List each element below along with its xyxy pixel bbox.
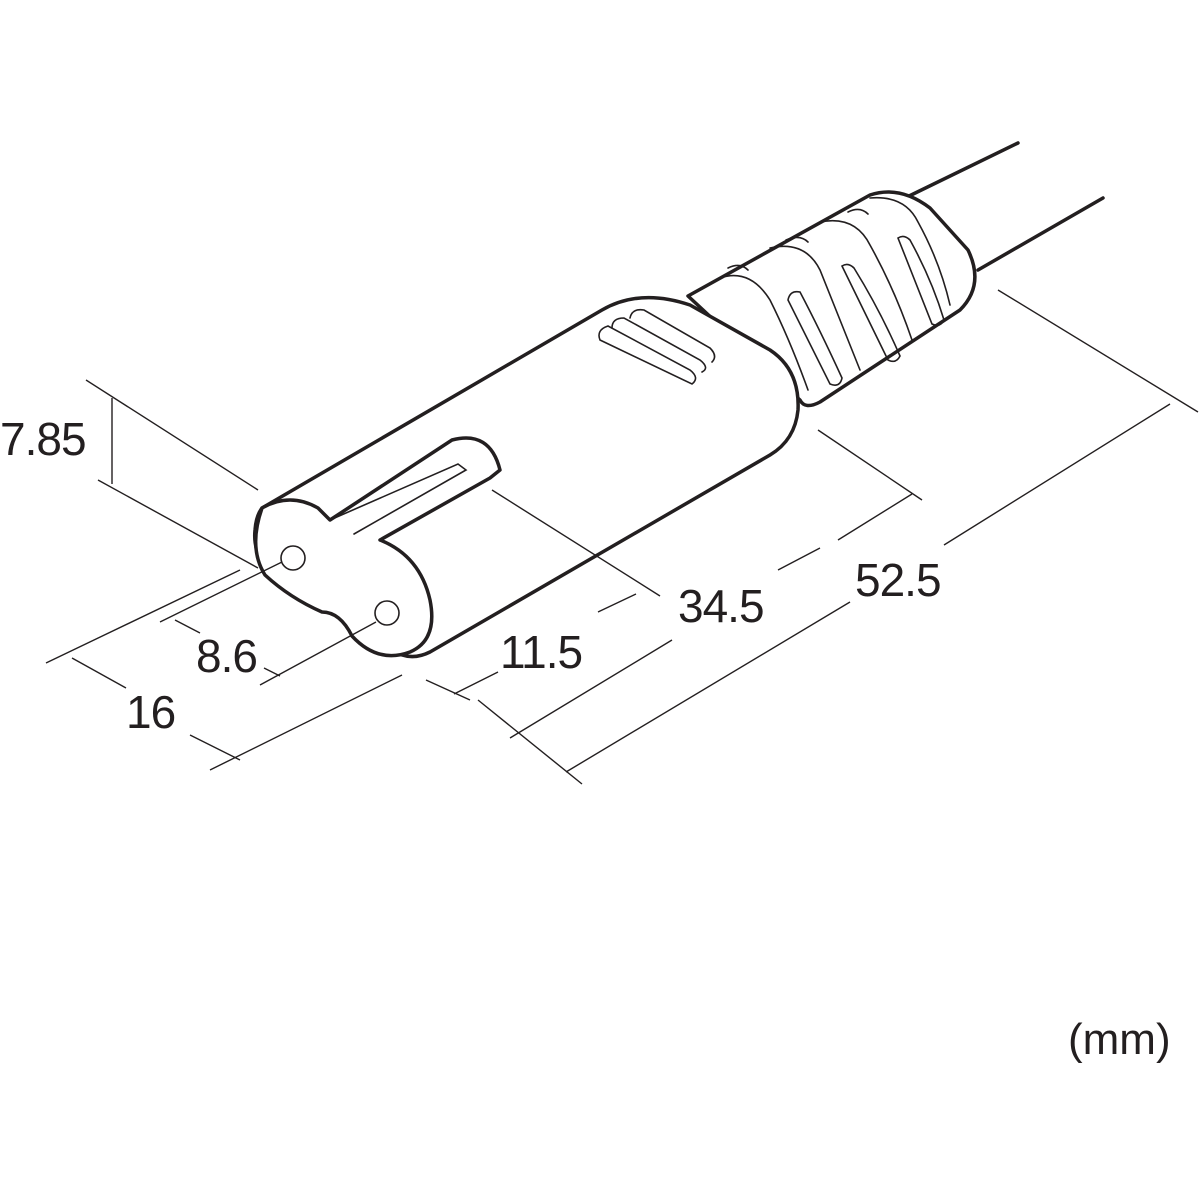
boot-nub-3	[847, 208, 869, 215]
boot-rib-2	[769, 245, 861, 371]
boot-slot-2	[840, 263, 901, 363]
boot-rib-1	[719, 274, 809, 391]
boot-nub-2	[785, 236, 809, 243]
dim-face-depth-label: 11.5	[500, 626, 582, 678]
boot-nub-1	[727, 264, 749, 271]
dim-width-label: 16	[126, 686, 175, 738]
boot-slot-1	[787, 290, 843, 386]
face-slot-inner	[329, 463, 468, 535]
dim-pin-pitch-label: 8.6	[196, 630, 257, 682]
dim-body-length-label: 34.5	[678, 580, 764, 632]
dim-height-label: 7.85	[0, 413, 86, 465]
grip-line-1	[598, 325, 697, 385]
dim-total-length-label: 52.5	[855, 554, 941, 606]
units-label: (mm)	[1068, 1015, 1171, 1064]
grip-line-2	[611, 317, 707, 373]
boot-slot-3	[897, 235, 945, 327]
dimension-lines	[45, 289, 1199, 785]
pin-hole-2	[374, 600, 400, 626]
face-outline	[253, 436, 502, 658]
boot-rib-3	[819, 219, 913, 341]
connector-face	[253, 436, 502, 658]
grip-line-3	[629, 308, 716, 363]
cable	[903, 141, 1105, 272]
boot-rib-4	[869, 196, 951, 306]
pin-hole-1	[280, 545, 306, 571]
